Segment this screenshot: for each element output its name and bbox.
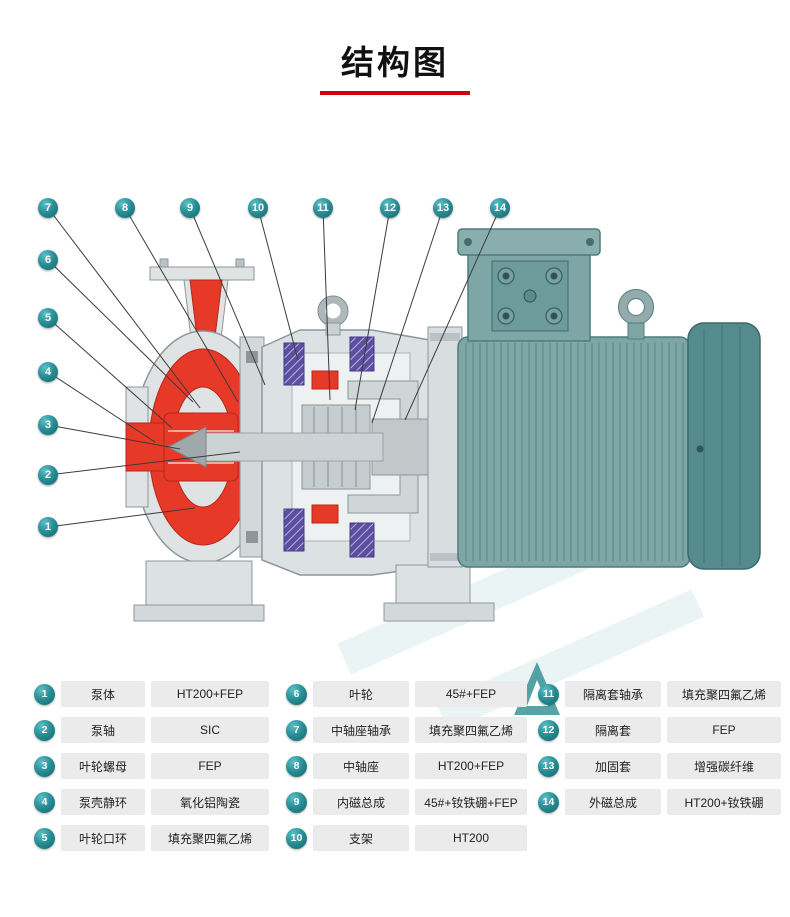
part-number-badge: 12	[538, 719, 559, 741]
part-name-cell: 内磁总成	[313, 789, 409, 815]
part-number-badge: 10	[286, 827, 307, 849]
callout-2: 2	[38, 465, 58, 485]
part-number-badge: 6	[286, 683, 307, 705]
bracket-eyebolt-icon	[317, 295, 349, 336]
callout-1: 1	[38, 517, 58, 537]
part-name-cell: 隔离套轴承	[565, 681, 661, 707]
impeller	[163, 412, 239, 482]
callout-4: 4	[38, 362, 58, 382]
part-name-cell: 泵体	[61, 681, 145, 707]
part-material-cell: HT200+FEP	[151, 681, 269, 707]
inner-magnet-assembly	[301, 404, 371, 490]
part-name-cell: 中轴座轴承	[313, 717, 409, 743]
callout-9: 9	[180, 198, 200, 218]
pump-cross-section-drawing	[47, 207, 761, 731]
part-material-cell: 填充聚四氟乙烯	[667, 681, 781, 707]
motor-rear-cap	[687, 322, 761, 570]
part-number-badge: 4	[34, 791, 55, 813]
part-material-cell: HT200+FEP	[415, 753, 527, 779]
part-material-cell: SIC	[151, 717, 269, 743]
part-name-cell: 支架	[313, 825, 409, 851]
part-number-badge: 5	[34, 827, 55, 849]
outer-magnet-assembly	[347, 380, 419, 514]
containment-shell	[283, 336, 375, 558]
terminal-box	[457, 228, 601, 342]
part-row: 4 泵壳静环氧化铝陶瓷	[34, 789, 269, 815]
part-material-cell: 填充聚四氟乙烯	[415, 717, 527, 743]
bracket	[261, 329, 495, 622]
callout-12: 12	[380, 198, 400, 218]
pump-casing	[125, 258, 274, 622]
callout-14: 14	[490, 198, 510, 218]
part-material-cell: FEP	[151, 753, 269, 779]
motor-flange	[427, 326, 463, 568]
part-number-badge: 11	[538, 683, 559, 705]
callout-6: 6	[38, 250, 58, 270]
part-material-cell: 45#+FEP	[415, 681, 527, 707]
part-row: 5 叶轮口环填充聚四氟乙烯	[34, 825, 269, 851]
part-row: 7 中轴座轴承填充聚四氟乙烯	[286, 717, 527, 743]
part-name-cell: 外磁总成	[565, 789, 661, 815]
part-number-badge: 9	[286, 791, 307, 813]
part-name-cell: 叶轮	[313, 681, 409, 707]
part-number-badge: 7	[286, 719, 307, 741]
callout-8: 8	[115, 198, 135, 218]
part-name-cell: 中轴座	[313, 753, 409, 779]
motor-body	[457, 336, 691, 568]
title-underline	[320, 91, 470, 95]
callout-13: 13	[433, 198, 453, 218]
part-name-cell: 加固套	[565, 753, 661, 779]
part-number-badge: 13	[538, 755, 559, 777]
part-name-cell: 隔离套	[565, 717, 661, 743]
part-row: 13 加固套增强碳纤维	[538, 753, 781, 779]
part-number-badge: 8	[286, 755, 307, 777]
part-material-cell: HT200	[415, 825, 527, 851]
part-material-cell: 氧化铝陶瓷	[151, 789, 269, 815]
title-block: 结构图	[0, 36, 790, 95]
callout-7: 7	[38, 198, 58, 218]
part-name-cell: 叶轮口环	[61, 825, 145, 851]
part-number-badge: 3	[34, 755, 55, 777]
part-material-cell: HT200+钕铁硼	[667, 789, 781, 815]
pump-shaft	[166, 418, 431, 476]
callout-3: 3	[38, 415, 58, 435]
part-number-badge: 1	[34, 683, 55, 705]
part-name-cell: 叶轮螺母	[61, 753, 145, 779]
part-row: 11 隔离套轴承填充聚四氟乙烯	[538, 681, 781, 707]
part-material-cell: 45#+钕铁硼+FEP	[415, 789, 527, 815]
page-title: 结构图	[341, 44, 449, 81]
leader-lines	[47, 207, 501, 528]
part-number-badge: 14	[538, 791, 559, 813]
part-name-cell: 泵轴	[61, 717, 145, 743]
callout-11: 11	[313, 198, 333, 218]
callout-10: 10	[248, 198, 268, 218]
part-name-cell: 泵壳静环	[61, 789, 145, 815]
motor-eyebolt-icon	[617, 288, 655, 340]
seal-rings	[311, 370, 339, 524]
part-material-cell: 增强碳纤维	[667, 753, 781, 779]
part-number-badge: 2	[34, 719, 55, 741]
callout-5: 5	[38, 308, 58, 328]
part-material-cell: FEP	[667, 717, 781, 743]
part-material-cell: 填充聚四氟乙烯	[151, 825, 269, 851]
